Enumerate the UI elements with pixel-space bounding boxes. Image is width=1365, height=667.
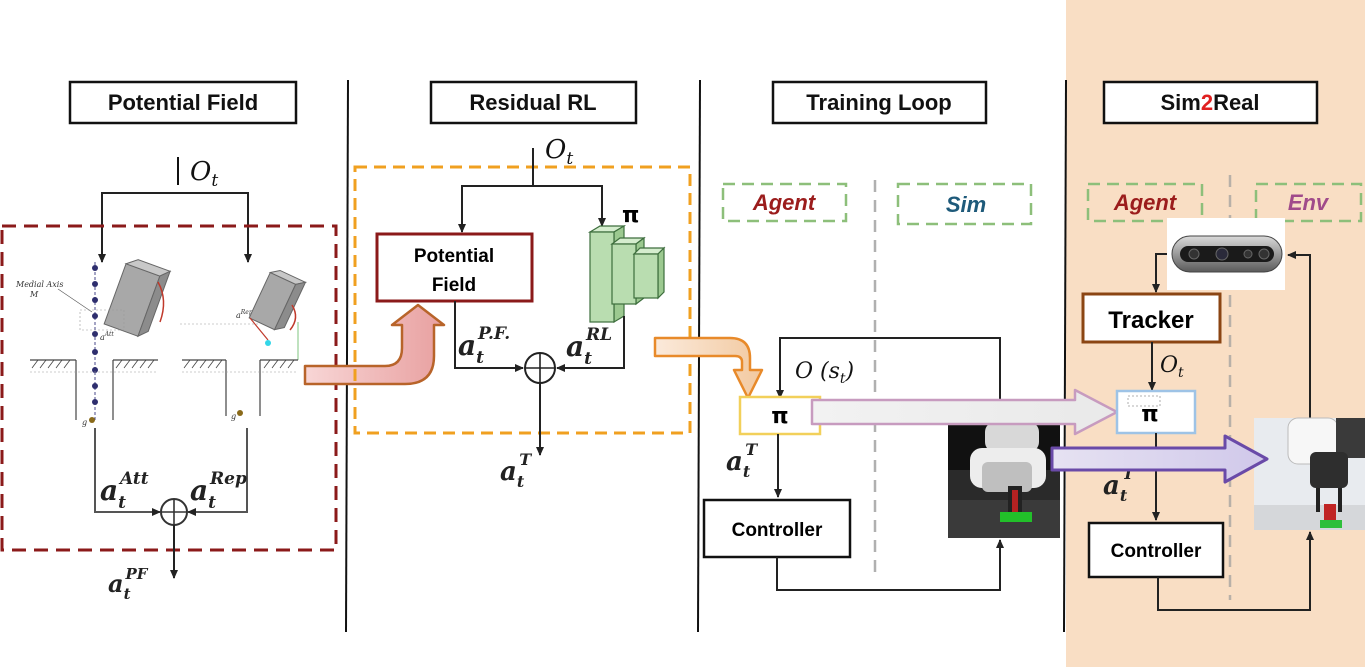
ground-right-icon [182, 359, 298, 416]
flow-arrow-sim-to-real [1050, 434, 1269, 484]
action-rep-label: atRep [190, 469, 247, 513]
action-train-label: atT [726, 440, 758, 481]
p4-pi-label: π [1141, 402, 1158, 427]
action-pf-label: atPF [108, 565, 149, 603]
goal-label-left: g [82, 418, 87, 427]
controller-box-train [702, 498, 852, 559]
goal-label-right: g [231, 412, 236, 421]
agent-tag-box-train [721, 182, 848, 223]
action-pf-residual-label: atP.F. [458, 324, 510, 368]
ground-left-icon [30, 359, 158, 420]
header-sim2real: Sim2Real [1102, 80, 1319, 125]
header-residual-rl: Residual RL [429, 80, 638, 125]
gripper-right-icon [248, 269, 308, 331]
goal-dot-right [237, 410, 243, 416]
medial-axis-dots [92, 265, 98, 405]
agent-tag-train: Agent [752, 190, 817, 215]
env-tag: Env [1288, 190, 1330, 215]
p3-pi-label: π [771, 404, 788, 429]
potential-field-box-line1: Potential [414, 246, 494, 267]
header-potential-field: Potential Field [68, 80, 298, 125]
medial-axis-label-line1: Medial Axis [15, 280, 63, 289]
potential-field-dashed-box [0, 224, 338, 552]
depth-camera-image [1167, 218, 1285, 290]
sim-tag-box [896, 182, 1033, 226]
separator-3 [1063, 79, 1067, 633]
header-training-loop: Training Loop [771, 80, 988, 125]
controller-box-real [1087, 521, 1225, 579]
gripper-left-icon [103, 259, 172, 338]
p2-obs-label: Ot [545, 135, 573, 169]
simulation-robot-image [948, 420, 1060, 538]
flow-arrow-training-to-sim2real [810, 388, 1119, 436]
p1-obs-label: Ot [190, 157, 218, 191]
p4-obs-label: Ot [1160, 353, 1184, 381]
panel-sim2real: Agent Env Tracker Ot π atT Controller [1081, 175, 1365, 611]
panel-training-loop: Agent Sim O (st) π atT Controller [702, 180, 1060, 591]
real-robot-image [1254, 417, 1365, 530]
potential-field-box-line2: Field [432, 275, 476, 296]
residual-rl-dashed-box [353, 165, 692, 435]
controller-label-real: Controller [1111, 541, 1202, 562]
flow-arrow-pf-to-residual [303, 303, 446, 386]
action-rl-label: atRL [566, 325, 612, 369]
p2-pi-label: π [622, 203, 639, 228]
header-residual-rl-label: Residual RL [469, 90, 596, 115]
goal-dot-left [89, 417, 95, 423]
header-potential-field-label: Potential Field [108, 90, 258, 115]
small-rep-label: aRep [236, 309, 253, 320]
medial-axis-label-line2: M [29, 290, 39, 299]
action-att-label: atAtt [100, 469, 149, 513]
agent-tag-real: Agent [1113, 190, 1178, 215]
tracker-label: Tracker [1108, 307, 1193, 334]
header-training-loop-label: Training Loop [806, 90, 951, 115]
panel-residual-rl: Ot Potential Field π atP.F. atRL atT [353, 135, 692, 491]
policy-box-train [738, 395, 822, 436]
header-sim2real-label: Sim2Real [1160, 90, 1259, 115]
obs-state-label: O (st) [795, 359, 854, 387]
separator-1 [345, 79, 349, 633]
controller-label-train: Controller [732, 520, 823, 541]
small-att-label: aAtt [100, 331, 114, 342]
agent-tag-box-real [1086, 182, 1204, 223]
neural-network-icon [587, 224, 666, 324]
panel-potential-field: Ot Medial Axis M g g aAtt aRep [0, 157, 338, 603]
env-tag-box [1254, 182, 1363, 223]
flow-arrow-residual-to-training [653, 336, 764, 400]
action-total-label: atT [500, 450, 532, 491]
sim-tag: Sim [946, 192, 986, 217]
